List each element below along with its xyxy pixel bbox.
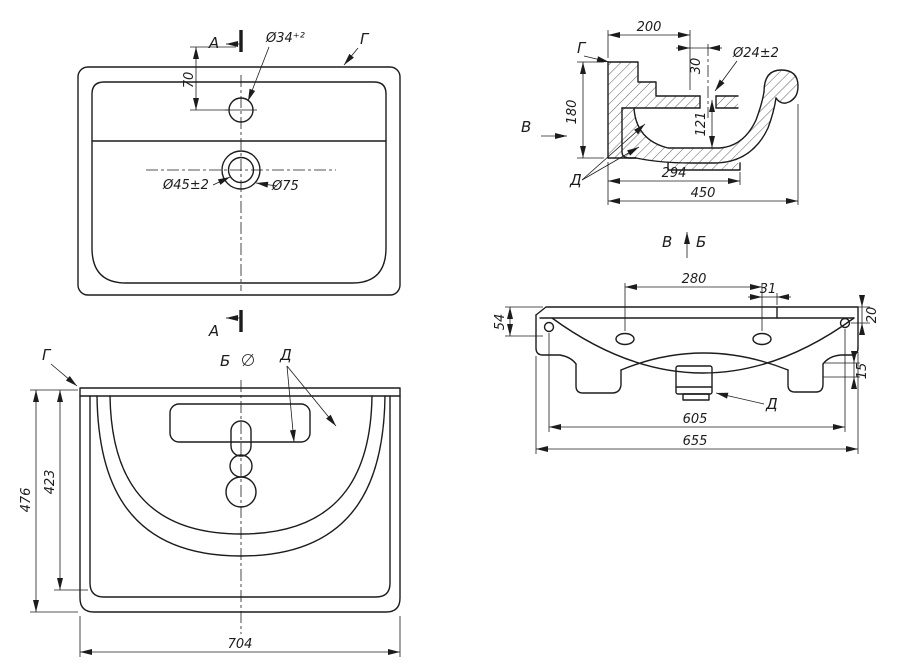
drain-box — [675, 365, 713, 395]
view-v-arrow-label: В — [521, 118, 531, 136]
face-g-label-section: Г — [577, 39, 587, 57]
oval-hole-left — [615, 332, 635, 346]
dim-30-label: 30 — [689, 58, 704, 75]
dim-d75-label: Ø75 — [271, 179, 299, 194]
section-mark-a-top: А — [208, 30, 243, 52]
dim-70: 70 — [182, 46, 236, 111]
rotated-view-symbol — [242, 354, 254, 366]
drain-box-lip — [682, 393, 710, 401]
dim-15: 15 — [823, 351, 870, 389]
thin-wall-callout-d-viewv: Д — [715, 392, 778, 413]
face-g-label-viewb: Г — [42, 346, 52, 364]
section-direction-marker: В Б — [662, 232, 706, 258]
mount-hole-right — [839, 317, 851, 329]
plan-rim-contour — [91, 81, 387, 284]
plan-outer-contour — [77, 66, 401, 296]
view-direction-v: В — [521, 118, 567, 139]
viewb-outer-contour — [79, 387, 401, 613]
dim-655: 655 — [535, 352, 859, 454]
dim-20: 20 — [851, 295, 880, 335]
faucet-slot — [230, 420, 252, 457]
dim-faucet-hole: Ø34⁺² — [247, 31, 305, 102]
dim-d24-label: Ø24±2 — [732, 46, 779, 61]
marker-b-label: Б — [696, 233, 706, 251]
view-b-label: Б — [220, 352, 230, 370]
view-section-bb: 200 30 Ø24±2 121 180 Г В — [521, 20, 799, 258]
dim-605: 605 — [548, 329, 846, 432]
dim-704: 704 — [79, 616, 401, 657]
viewv-top-edge — [535, 306, 859, 349]
dim-hole-d24: Ø24±2 — [714, 46, 779, 92]
viewv-bowl-arc — [551, 317, 855, 374]
dim-476: 476 — [19, 390, 78, 613]
face-label-g-plan: Г — [343, 30, 370, 66]
dim-450-label: 450 — [691, 186, 716, 201]
bowl-outer-surface — [635, 97, 777, 164]
front-rim-bullnose — [763, 69, 799, 104]
dim-d45-label: Ø45±2 — [162, 178, 209, 193]
section-back-profile — [607, 61, 701, 97]
dim-423-label: 423 — [43, 470, 58, 495]
label-d-viewb: Д — [279, 346, 292, 364]
dim-30: 30 — [676, 45, 722, 75]
dim-54-label: 54 — [493, 314, 508, 331]
thin-wall-callout-d-viewb: Д — [279, 346, 337, 443]
thin-wall-callout-d-section: Д — [569, 123, 646, 189]
bowl-inner-surface — [633, 91, 765, 149]
dim-655-label: 655 — [683, 434, 708, 449]
dim-31: 31 — [748, 282, 791, 305]
dim-180: 180 — [565, 61, 604, 159]
viewv-right-foot — [787, 363, 824, 393]
viewv-left-edge — [535, 314, 577, 365]
dim-20-label: 20 — [865, 307, 880, 324]
dim-drain-outer: Ø75 — [255, 179, 299, 194]
dim-294: 294 — [607, 162, 741, 205]
section-label-a-bottom: А — [208, 322, 219, 340]
face-g-label-plan: Г — [360, 30, 370, 48]
dim-280-label: 280 — [682, 272, 707, 287]
oval-hole-right — [752, 332, 772, 346]
dim-drain-inner: Ø45±2 — [162, 176, 231, 193]
dim-200-label: 200 — [637, 20, 662, 35]
viewv-bottom-arc — [620, 352, 789, 371]
dim-15-label: 15 — [855, 363, 870, 380]
dim-200: 200 — [607, 20, 691, 90]
view-plan: А А 70 Ø34⁺² Г Ø45±2 Ø75 — [77, 30, 401, 340]
dim-54: 54 — [493, 306, 543, 337]
section-mark-a-bottom: А — [208, 310, 243, 340]
dim-180-label: 180 — [565, 100, 580, 125]
dim-121: 121 — [694, 100, 715, 148]
drain-boss — [667, 162, 741, 171]
mount-hole-left — [543, 321, 555, 333]
view-v-front: 280 31 20 54 15 — [493, 272, 880, 454]
face-label-g-viewb: Г — [42, 346, 78, 387]
label-d-viewv: Д — [765, 395, 778, 413]
dim-294-label: 294 — [662, 166, 687, 181]
dim-280: 280 — [624, 272, 763, 331]
viewb-inner-contour — [89, 395, 391, 598]
dim-d34-label: Ø34⁺² — [265, 31, 305, 46]
view-b-bottom: Г Б Д 423 476 704 — [19, 346, 401, 657]
dim-605-label: 605 — [683, 412, 708, 427]
section-label-a-top: А — [208, 34, 219, 52]
viewv-right-edge — [822, 347, 859, 365]
dim-450: 450 — [608, 104, 799, 205]
dim-121-label: 121 — [694, 112, 709, 137]
label-d-section: Д — [569, 171, 582, 189]
view-marker-b: Б — [220, 352, 254, 370]
dim-476-label: 476 — [19, 488, 34, 513]
overflow-shelf — [169, 403, 311, 443]
dim-704-label: 704 — [228, 637, 253, 652]
face-label-g-section: Г — [577, 39, 610, 63]
dim-31-label: 31 — [760, 282, 777, 297]
dim-70-label: 70 — [182, 72, 197, 89]
marker-v-label: В — [662, 233, 672, 251]
viewv-left-foot — [575, 363, 622, 394]
section-channel-wall — [621, 107, 637, 159]
section-faucet-hole — [699, 95, 717, 109]
